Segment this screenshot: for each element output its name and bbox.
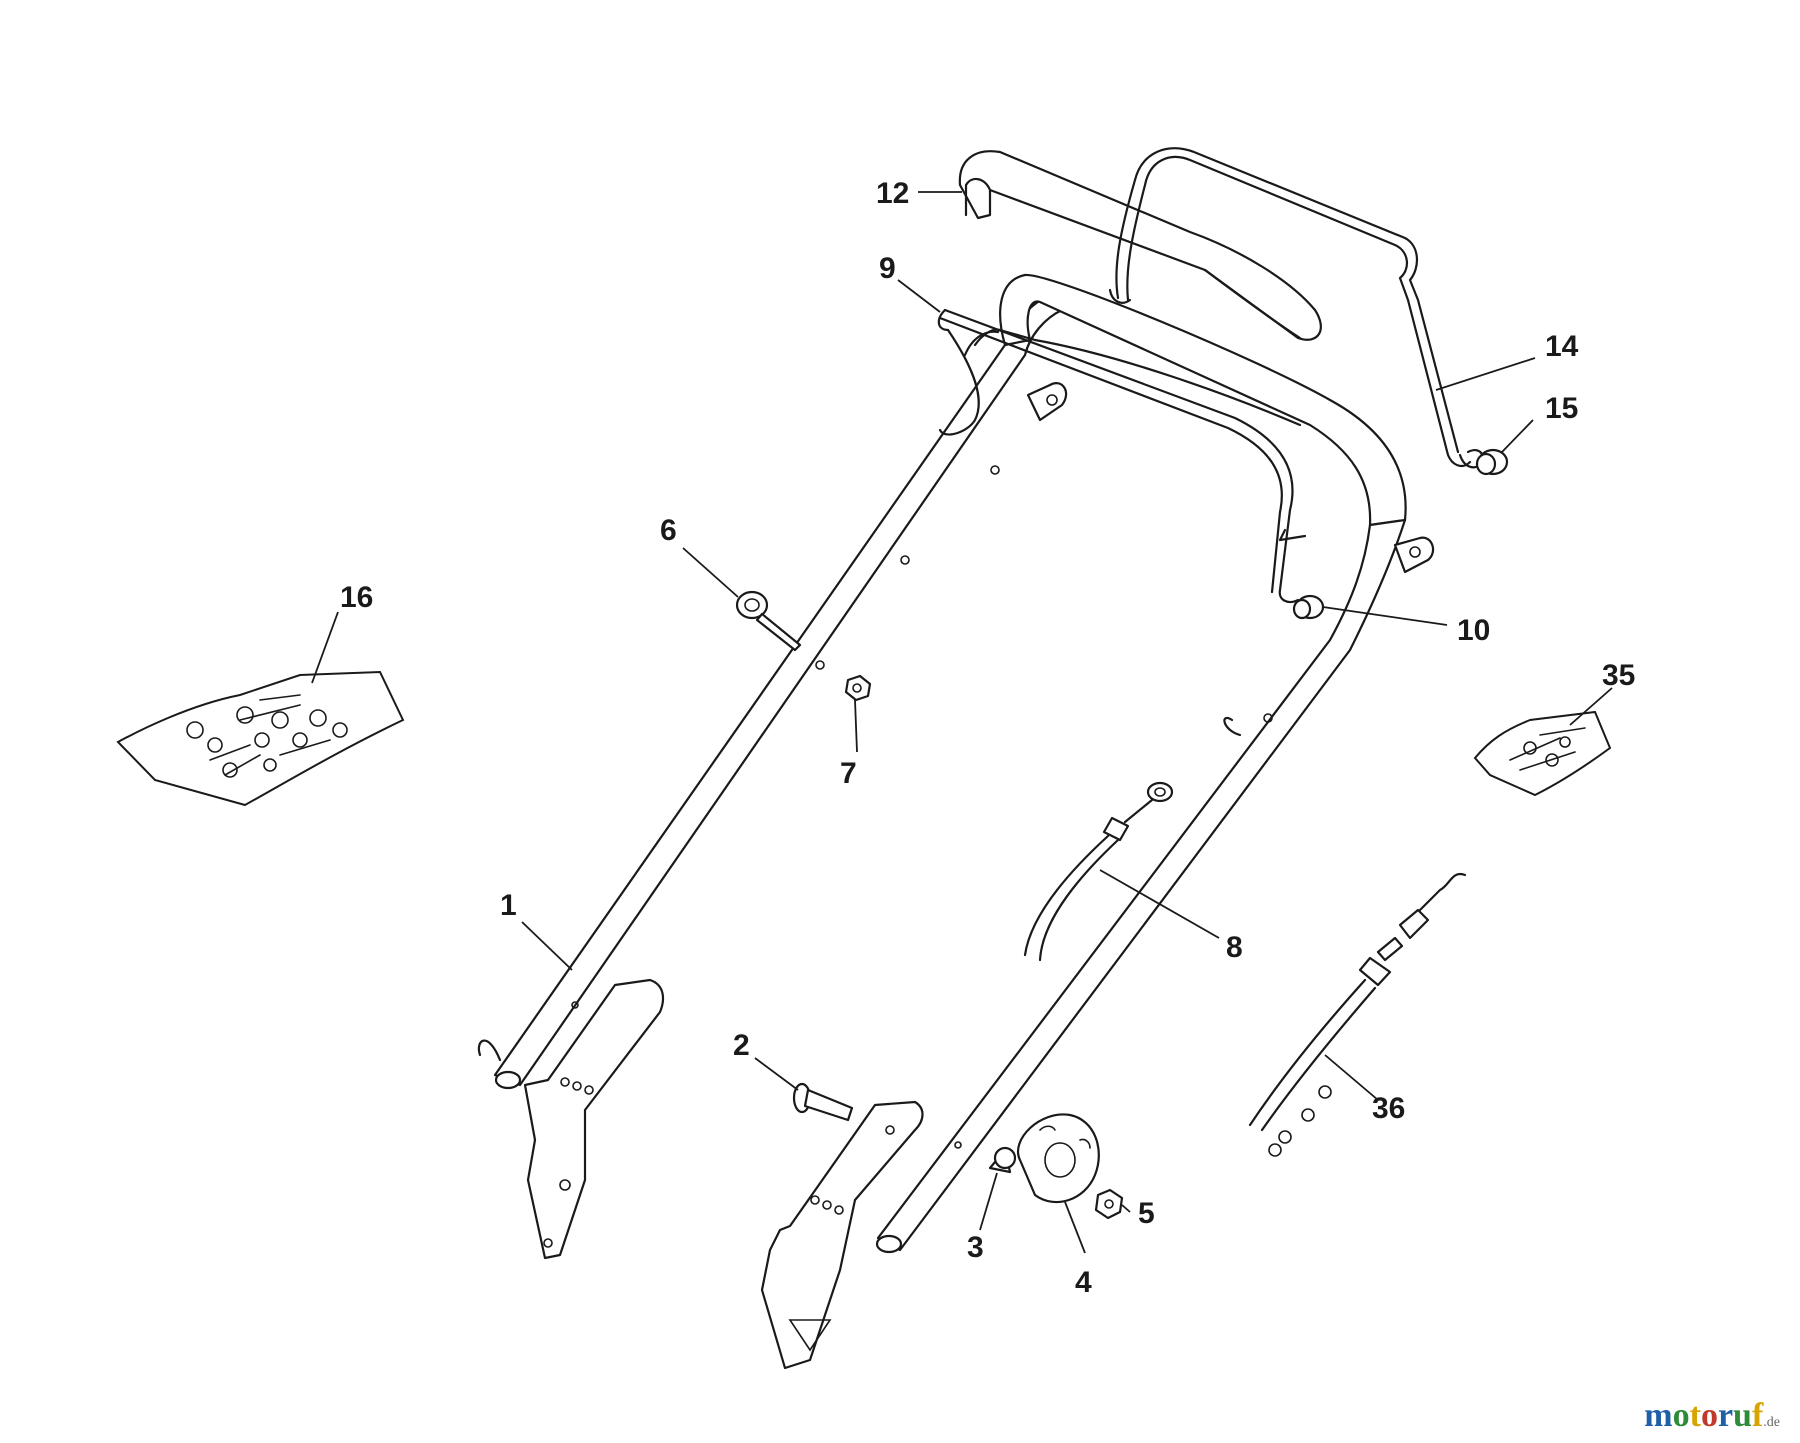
watermark-letter: t	[1689, 1397, 1701, 1434]
handle-knob	[1017, 1113, 1100, 1204]
callout-6: 6	[660, 514, 677, 547]
callouts: 12 9 14 15 10 6 7 16 35 1 8 2 36 3 4 5	[340, 177, 1635, 1299]
leader-lines	[311, 191, 1613, 1254]
watermark-letter: m	[1644, 1397, 1673, 1434]
left-side-bracket	[523, 978, 665, 1260]
callout-10: 10	[1457, 614, 1490, 647]
watermark-letter: r	[1717, 1397, 1734, 1434]
right-side-bracket	[760, 1100, 924, 1370]
callout-14: 14	[1545, 330, 1579, 363]
callout-5: 5	[1138, 1197, 1155, 1230]
callout-12: 12	[876, 177, 909, 210]
callout-8: 8	[1226, 931, 1243, 964]
callout-3: 3	[967, 1231, 984, 1264]
callout-9: 9	[879, 252, 896, 285]
watermark-suffix: .de	[1763, 1415, 1780, 1430]
watermark-logo: motoruf.de	[1644, 1397, 1780, 1435]
carriage-bolt	[792, 1082, 854, 1122]
knob-cap	[1475, 448, 1509, 476]
hex-nut-small	[844, 674, 872, 702]
callout-1: 1	[500, 889, 517, 922]
cable-guide-wire	[937, 308, 1307, 604]
callout-4: 4	[1075, 1266, 1092, 1299]
callout-16: 16	[340, 581, 373, 614]
washer	[988, 1146, 1017, 1174]
callout-7: 7	[840, 757, 857, 790]
wire-cap	[1292, 594, 1325, 620]
small-parts-bag	[1473, 710, 1612, 797]
hex-nut	[1094, 1188, 1124, 1220]
callout-2: 2	[733, 1029, 750, 1062]
watermark-letter: f	[1751, 1397, 1764, 1434]
callout-36: 36	[1372, 1092, 1405, 1125]
callout-35: 35	[1602, 659, 1635, 692]
upper-handle-bar	[958, 150, 1322, 341]
watermark-letter: o	[1700, 1397, 1718, 1434]
callout-15: 15	[1545, 392, 1578, 425]
watermark-letter: o	[1672, 1397, 1690, 1434]
watermark-letter: u	[1733, 1397, 1752, 1434]
main-handle-frame	[477, 273, 1435, 1254]
hardware-bag	[116, 670, 405, 807]
bail-lever-wire	[1108, 147, 1484, 469]
eye-bolt	[735, 590, 802, 652]
cable-lower	[1248, 872, 1467, 1157]
cable-upper	[1023, 781, 1174, 962]
